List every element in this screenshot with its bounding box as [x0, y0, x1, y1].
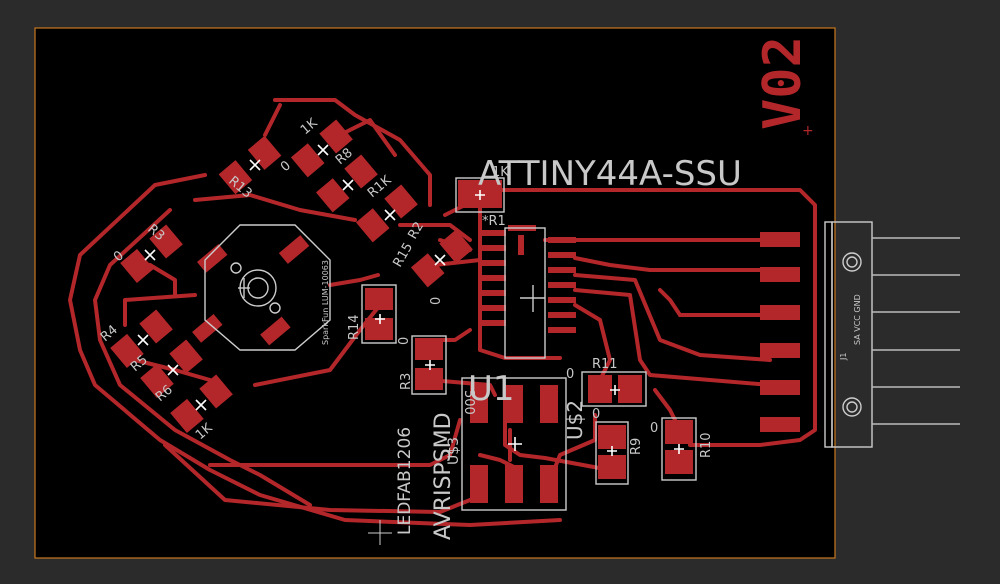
ic-r1k-label: 1K — [492, 165, 509, 180]
label-r11: R11 — [592, 357, 618, 372]
ic-part-name: ATTINY44A-SSU — [478, 154, 742, 194]
label-u53: U$3 — [446, 437, 462, 465]
led-label: LEDFAB1206 — [395, 427, 415, 535]
zero-label: 0 — [397, 337, 412, 345]
connector-ref: J1 — [839, 353, 848, 361]
connector-pins-label: SA VCC GND — [853, 294, 862, 345]
copper-traces — [68, 98, 817, 527]
ic-ref: U1 — [468, 369, 515, 409]
label-r10: R10 — [699, 432, 714, 458]
sensor-label: SparkFun LUM-10063 — [321, 260, 330, 345]
zero-label: 0 — [592, 407, 600, 422]
label-r3: R3 — [399, 373, 414, 390]
version-cross: + — [802, 123, 814, 139]
ic-ref-small: *R1 — [482, 214, 506, 229]
label-us2: U$2 — [563, 400, 587, 440]
board-area — [34, 27, 836, 559]
label-r14: R14 — [347, 314, 362, 340]
silkscreen-outlines — [204, 177, 960, 545]
label-r9: R9 — [629, 438, 644, 455]
zero-label: 0 — [650, 421, 658, 436]
label-r500: 500 — [461, 390, 476, 415]
label-r2: R2 — [405, 220, 427, 242]
version-label: V02 — [753, 36, 813, 130]
zero-label: 0 — [429, 297, 444, 305]
pad-markers — [137, 144, 684, 456]
zero-label: 0 — [566, 367, 574, 382]
smd-pads — [110, 119, 800, 503]
avr-label: AVRISPSMD — [431, 412, 456, 540]
